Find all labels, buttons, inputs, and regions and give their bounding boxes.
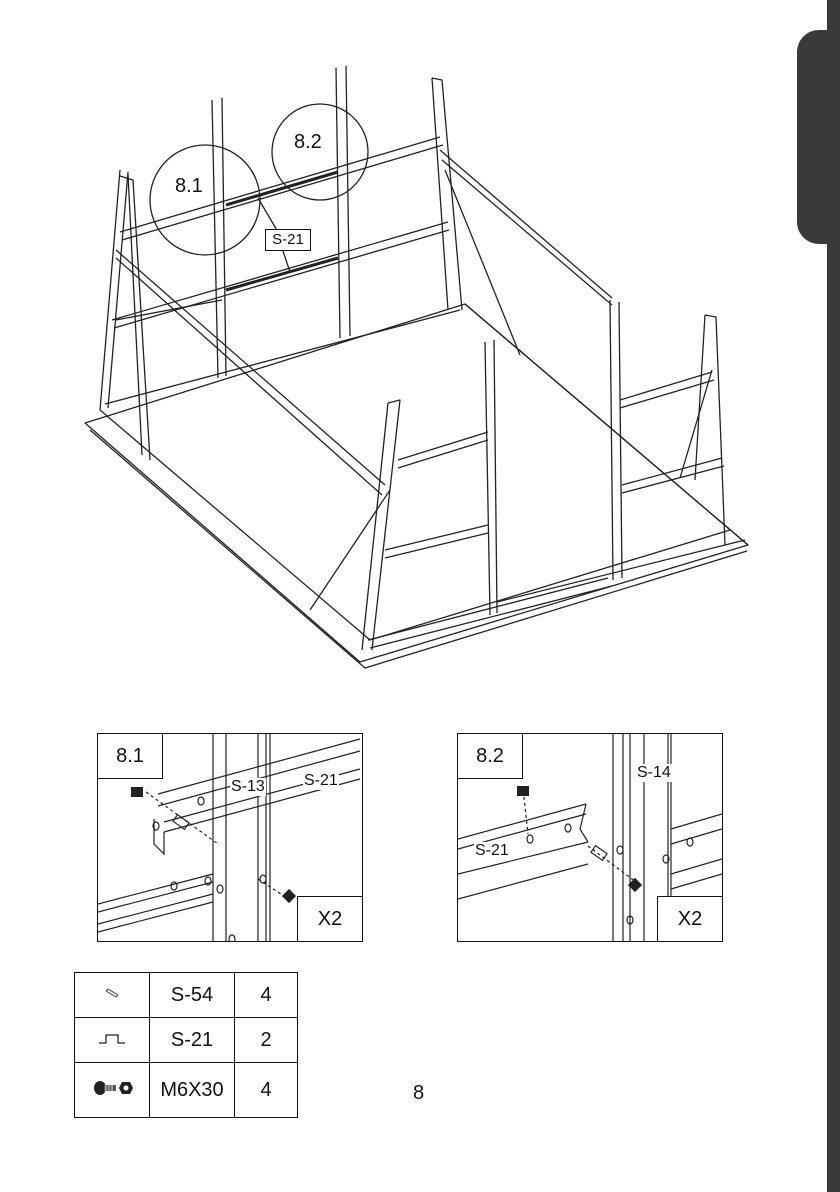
callout-label-8-2: 8.2: [294, 131, 322, 154]
callout-label-8-1: 8.1: [175, 175, 203, 198]
part-label-s21: S-21: [265, 229, 311, 251]
tag-s14: S-14: [636, 764, 672, 782]
channel-icon: [75, 1018, 150, 1063]
detail-title-8-1: 8.1: [97, 733, 163, 779]
table-row: S-54 4: [75, 973, 298, 1018]
page-number: 8: [413, 1082, 424, 1105]
detail-panel-8-1: 8.1 S-13 S-21 X2: [97, 733, 363, 942]
assembly-illustration: [0, 0, 840, 700]
quantity-8-2: X2: [657, 896, 723, 942]
parts-table: S-54 4 S-21 2 M6X30 4: [74, 972, 298, 1118]
tag-s21-b: S-21: [474, 842, 510, 860]
table-row: S-21 2: [75, 1018, 298, 1063]
part-code: M6X30: [150, 1063, 235, 1118]
pin-icon: [75, 973, 150, 1018]
part-code: S-54: [150, 973, 235, 1018]
quantity-8-1: X2: [297, 896, 363, 942]
part-code: S-21: [150, 1018, 235, 1063]
part-qty: 2: [235, 1018, 298, 1063]
part-qty: 4: [235, 973, 298, 1018]
detail-title-8-2: 8.2: [457, 733, 523, 779]
tag-s21-a: S-21: [303, 772, 339, 790]
detail-panel-8-2: 8.2 S-14 S-21 X2: [457, 733, 723, 942]
part-qty: 4: [235, 1063, 298, 1118]
tag-s13: S-13: [230, 778, 266, 796]
bolt-nut-icon: [75, 1063, 150, 1118]
table-row: M6X30 4: [75, 1063, 298, 1118]
